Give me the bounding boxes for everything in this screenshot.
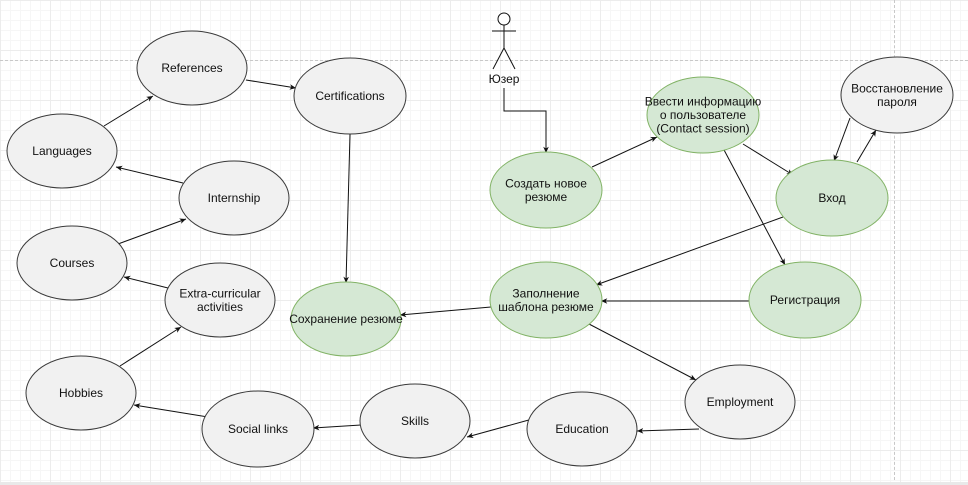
edge-skills-social[interactable] bbox=[312, 424, 362, 431]
edge-enterinfo-registration[interactable] bbox=[722, 147, 786, 266]
node-label: Courses bbox=[50, 256, 95, 270]
edge-education-skills[interactable] bbox=[466, 417, 537, 439]
node-label-line: Courses bbox=[50, 256, 95, 270]
edge-actor-create[interactable] bbox=[503, 88, 549, 153]
node-employment[interactable]: Employment bbox=[684, 364, 796, 440]
node-skills[interactable]: Skills bbox=[359, 383, 471, 459]
node-label: Internship bbox=[208, 191, 261, 205]
node-label: Education bbox=[555, 422, 608, 436]
node-label-line: Skills bbox=[401, 414, 429, 428]
node-label: Languages bbox=[32, 144, 91, 158]
edge-fill-employment[interactable] bbox=[588, 323, 697, 381]
edge-enterinfo-login[interactable] bbox=[742, 143, 794, 176]
actor-label: Юзер bbox=[489, 72, 520, 86]
actor-head bbox=[497, 12, 511, 26]
node-label: Hobbies bbox=[59, 386, 103, 400]
canvas-bottom-edge bbox=[0, 482, 968, 485]
node-social-links[interactable]: Social links bbox=[201, 390, 315, 468]
node-label-line: Ввести информацию bbox=[645, 95, 762, 109]
node-label-line: Заполнение bbox=[512, 286, 579, 300]
page-break-vertical bbox=[894, 0, 895, 485]
node-label-line: (Contact session) bbox=[656, 122, 749, 136]
node-label: Сохранение резюме bbox=[289, 312, 403, 326]
node-label-line: Languages bbox=[32, 144, 91, 158]
edge-social-hobbies[interactable] bbox=[133, 403, 209, 418]
node-references[interactable]: References bbox=[136, 30, 248, 106]
actor-leg-right bbox=[503, 47, 516, 70]
node-login[interactable]: Вход bbox=[775, 159, 889, 237]
edge-references-certifications[interactable] bbox=[245, 79, 297, 90]
node-label-line: Регистрация bbox=[770, 293, 840, 307]
node-label-line: Сохранение резюме bbox=[289, 312, 403, 326]
node-certifications[interactable]: Certifications bbox=[293, 57, 407, 135]
edge-recovery-login[interactable] bbox=[833, 117, 851, 162]
node-label-line: резюме bbox=[525, 190, 568, 204]
edge-languages-references[interactable] bbox=[103, 95, 154, 127]
node-courses[interactable]: Courses bbox=[16, 225, 128, 301]
edge-internship-languages[interactable] bbox=[115, 165, 184, 184]
node-label-line: Employment bbox=[707, 395, 774, 409]
node-label-line: Education bbox=[555, 422, 608, 436]
edge-login-fill[interactable] bbox=[595, 216, 784, 286]
node-label-line: Social links bbox=[228, 422, 288, 436]
node-label: Social links bbox=[228, 422, 288, 436]
node-label: References bbox=[161, 61, 222, 75]
node-label-line: пароля bbox=[877, 95, 917, 109]
edge-certifications-save[interactable] bbox=[343, 133, 351, 284]
node-hobbies[interactable]: Hobbies bbox=[25, 355, 137, 431]
node-education[interactable]: Education bbox=[526, 391, 638, 467]
edge-hobbies-extra[interactable] bbox=[119, 326, 182, 367]
node-label-line: о пользователе bbox=[660, 108, 747, 122]
node-label: Регистрация bbox=[770, 293, 840, 307]
node-label-line: Internship bbox=[208, 191, 261, 205]
actor-user[interactable]: Юзер bbox=[489, 12, 520, 86]
edge-login-recovery[interactable] bbox=[856, 129, 877, 163]
edge-extra-courses[interactable] bbox=[123, 275, 169, 289]
node-label-line: Hobbies bbox=[59, 386, 103, 400]
node-label-line: References bbox=[161, 61, 222, 75]
node-label: Вход bbox=[818, 191, 845, 205]
node-save-resume[interactable]: Сохранение резюме bbox=[289, 281, 403, 357]
node-label-line: Extra-curricular bbox=[179, 286, 260, 300]
node-label-line: Восстановление bbox=[851, 81, 943, 95]
node-registration[interactable]: Регистрация bbox=[748, 261, 862, 339]
actor-leg-left bbox=[492, 47, 505, 70]
node-label: Skills bbox=[401, 414, 429, 428]
edge-create-enterinfo[interactable] bbox=[591, 136, 658, 168]
node-label-line: activities bbox=[197, 300, 243, 314]
node-label-line: Certifications bbox=[315, 89, 384, 103]
edges bbox=[103, 79, 877, 439]
edge-courses-internship[interactable] bbox=[117, 218, 187, 245]
page-break-horizontal bbox=[0, 60, 968, 61]
node-label-line: Создать новое bbox=[505, 176, 587, 190]
node-label-line: шаблона резюме bbox=[498, 300, 594, 314]
edge-fill-save[interactable] bbox=[399, 306, 492, 318]
node-label: Certifications bbox=[315, 89, 384, 103]
node-label-line: Вход bbox=[818, 191, 845, 205]
node-internship[interactable]: Internship bbox=[178, 160, 290, 236]
node-languages[interactable]: Languages bbox=[6, 113, 118, 189]
node-label: Employment bbox=[707, 395, 774, 409]
edge-employment-education[interactable] bbox=[636, 427, 700, 434]
